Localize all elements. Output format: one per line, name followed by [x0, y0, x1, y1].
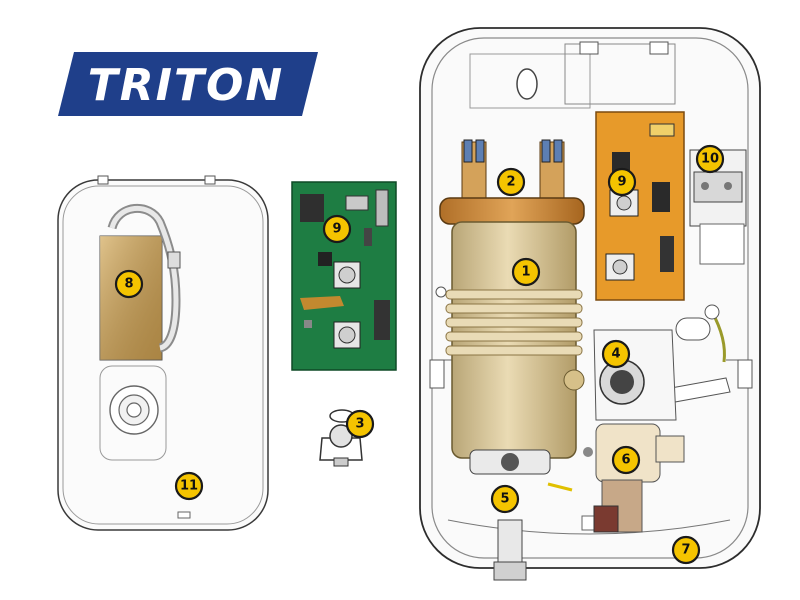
svg-text:4: 4: [611, 347, 620, 362]
svg-text:6: 6: [621, 453, 630, 468]
triton-logo: TRITON: [58, 52, 318, 116]
svg-text:5: 5: [500, 492, 509, 507]
callout-8: 8: [114, 269, 144, 299]
pressure-relief-device: [319, 409, 363, 467]
green-pcb: [291, 181, 397, 371]
svg-text:8: 8: [124, 277, 133, 292]
front-cover: [57, 175, 269, 531]
callout-1: 1: [511, 257, 541, 287]
svg-text:1: 1: [521, 265, 530, 280]
callout-6: 6: [611, 445, 641, 475]
svg-text:9: 9: [332, 222, 341, 237]
terminal-block: [689, 149, 747, 265]
svg-text:10: 10: [701, 152, 719, 167]
callout-7: 7: [671, 535, 701, 565]
callouts: 1 2 3 4 5 6 7 8 9 9 10 1: [114, 144, 725, 565]
callout-11: 11: [174, 471, 204, 501]
svg-text:7: 7: [681, 543, 690, 558]
logo-badge: [58, 52, 318, 116]
svg-text:9: 9: [617, 175, 626, 190]
svg-text:3: 3: [355, 417, 364, 432]
callout-3: 3: [345, 409, 375, 439]
callout-9-orange-pcb: 9: [607, 167, 637, 197]
callout-5: 5: [490, 484, 520, 514]
svg-text:11: 11: [180, 479, 198, 494]
orange-pcb: [595, 111, 685, 301]
svg-text:2: 2: [506, 175, 515, 190]
logo-text: TRITON: [88, 60, 285, 111]
callout-9-green-pcb: 9: [322, 214, 352, 244]
callout-10: 10: [695, 144, 725, 174]
heater-tank: [439, 139, 585, 475]
callout-2: 2: [496, 167, 526, 197]
callout-4: 4: [601, 339, 631, 369]
